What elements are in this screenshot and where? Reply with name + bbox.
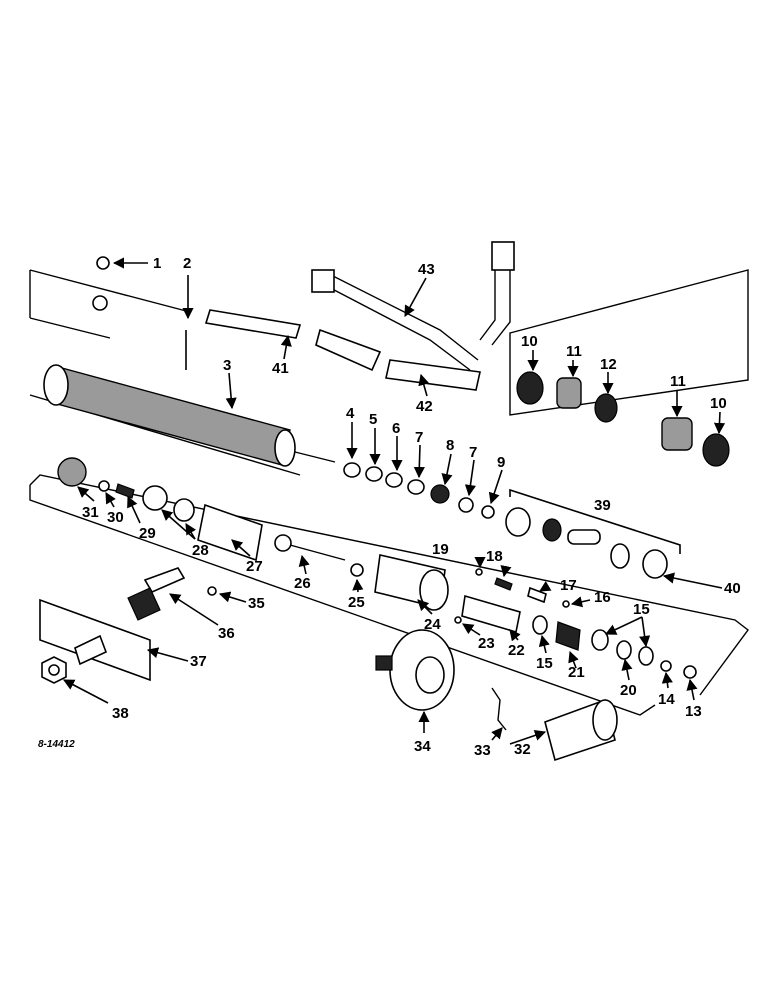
callout-31: 31 bbox=[82, 504, 99, 521]
callout-26: 26 bbox=[294, 575, 311, 592]
callout-40: 40 bbox=[724, 580, 741, 597]
callout-36: 36 bbox=[218, 625, 235, 642]
callout-22: 22 bbox=[508, 642, 525, 659]
callout-43: 43 bbox=[418, 261, 435, 278]
leader-lines bbox=[63, 257, 726, 745]
callout-24: 24 bbox=[424, 616, 441, 633]
callout-labels: 1 2 3 4 5 6 7 8 7 9 10 11 12 11 10 39 40… bbox=[38, 255, 741, 759]
callout-20: 20 bbox=[620, 682, 637, 699]
callout-23: 23 bbox=[478, 635, 495, 652]
callout-9: 9 bbox=[497, 454, 505, 471]
callout-15b: 15 bbox=[536, 655, 553, 672]
callout-37: 37 bbox=[190, 653, 207, 670]
callout-10a: 10 bbox=[521, 333, 538, 350]
callout-7a: 7 bbox=[415, 429, 423, 446]
callout-3: 3 bbox=[223, 357, 231, 374]
callout-30: 30 bbox=[107, 509, 124, 526]
callout-25: 25 bbox=[348, 594, 365, 611]
callout-21: 21 bbox=[568, 664, 585, 681]
tie-rod-and-hose-icon bbox=[204, 241, 515, 391]
lower-row-parts-icon bbox=[57, 457, 697, 679]
parts bbox=[41, 241, 730, 762]
callout-4: 4 bbox=[346, 405, 355, 422]
callout-10b: 10 bbox=[710, 395, 727, 412]
washers-4-9-icon bbox=[343, 462, 495, 519]
part-39-kit-icon bbox=[505, 507, 668, 579]
callout-14: 14 bbox=[658, 691, 675, 708]
callout-29: 29 bbox=[139, 525, 156, 542]
callout-18: 18 bbox=[486, 548, 503, 565]
bottom-parts-icon bbox=[375, 629, 618, 762]
callout-39: 39 bbox=[594, 497, 611, 514]
callout-16: 16 bbox=[594, 589, 611, 606]
drawing-number: 8-14412 bbox=[38, 739, 75, 750]
callout-19: 19 bbox=[432, 541, 449, 558]
callout-41: 41 bbox=[272, 360, 289, 377]
callout-1: 1 bbox=[153, 255, 161, 272]
callout-12: 12 bbox=[600, 356, 617, 373]
callout-6: 6 bbox=[392, 420, 400, 437]
callout-42: 42 bbox=[416, 398, 433, 415]
callout-35: 35 bbox=[248, 595, 265, 612]
callout-28: 28 bbox=[192, 542, 209, 559]
callout-32: 32 bbox=[514, 741, 531, 758]
callout-13: 13 bbox=[685, 703, 702, 720]
callout-11a: 11 bbox=[566, 343, 582, 360]
callout-38: 38 bbox=[112, 705, 129, 722]
callout-15a: 15 bbox=[633, 601, 650, 618]
callout-17: 17 bbox=[560, 577, 577, 594]
callout-2: 2 bbox=[183, 255, 191, 272]
misc-parts-icon bbox=[41, 567, 217, 684]
callout-11b: 11 bbox=[670, 373, 686, 390]
callout-27: 27 bbox=[246, 558, 263, 575]
callout-7b: 7 bbox=[469, 444, 477, 461]
part-1-grease-fitting-icon bbox=[96, 256, 110, 270]
callout-34: 34 bbox=[414, 738, 431, 755]
right-panel-parts-icon bbox=[516, 371, 730, 467]
callout-5: 5 bbox=[369, 411, 377, 428]
frame-outlines bbox=[29, 269, 749, 716]
part-3-cylinder-icon bbox=[43, 364, 336, 467]
callout-8: 8 bbox=[446, 437, 454, 454]
callout-33: 33 bbox=[474, 742, 491, 759]
